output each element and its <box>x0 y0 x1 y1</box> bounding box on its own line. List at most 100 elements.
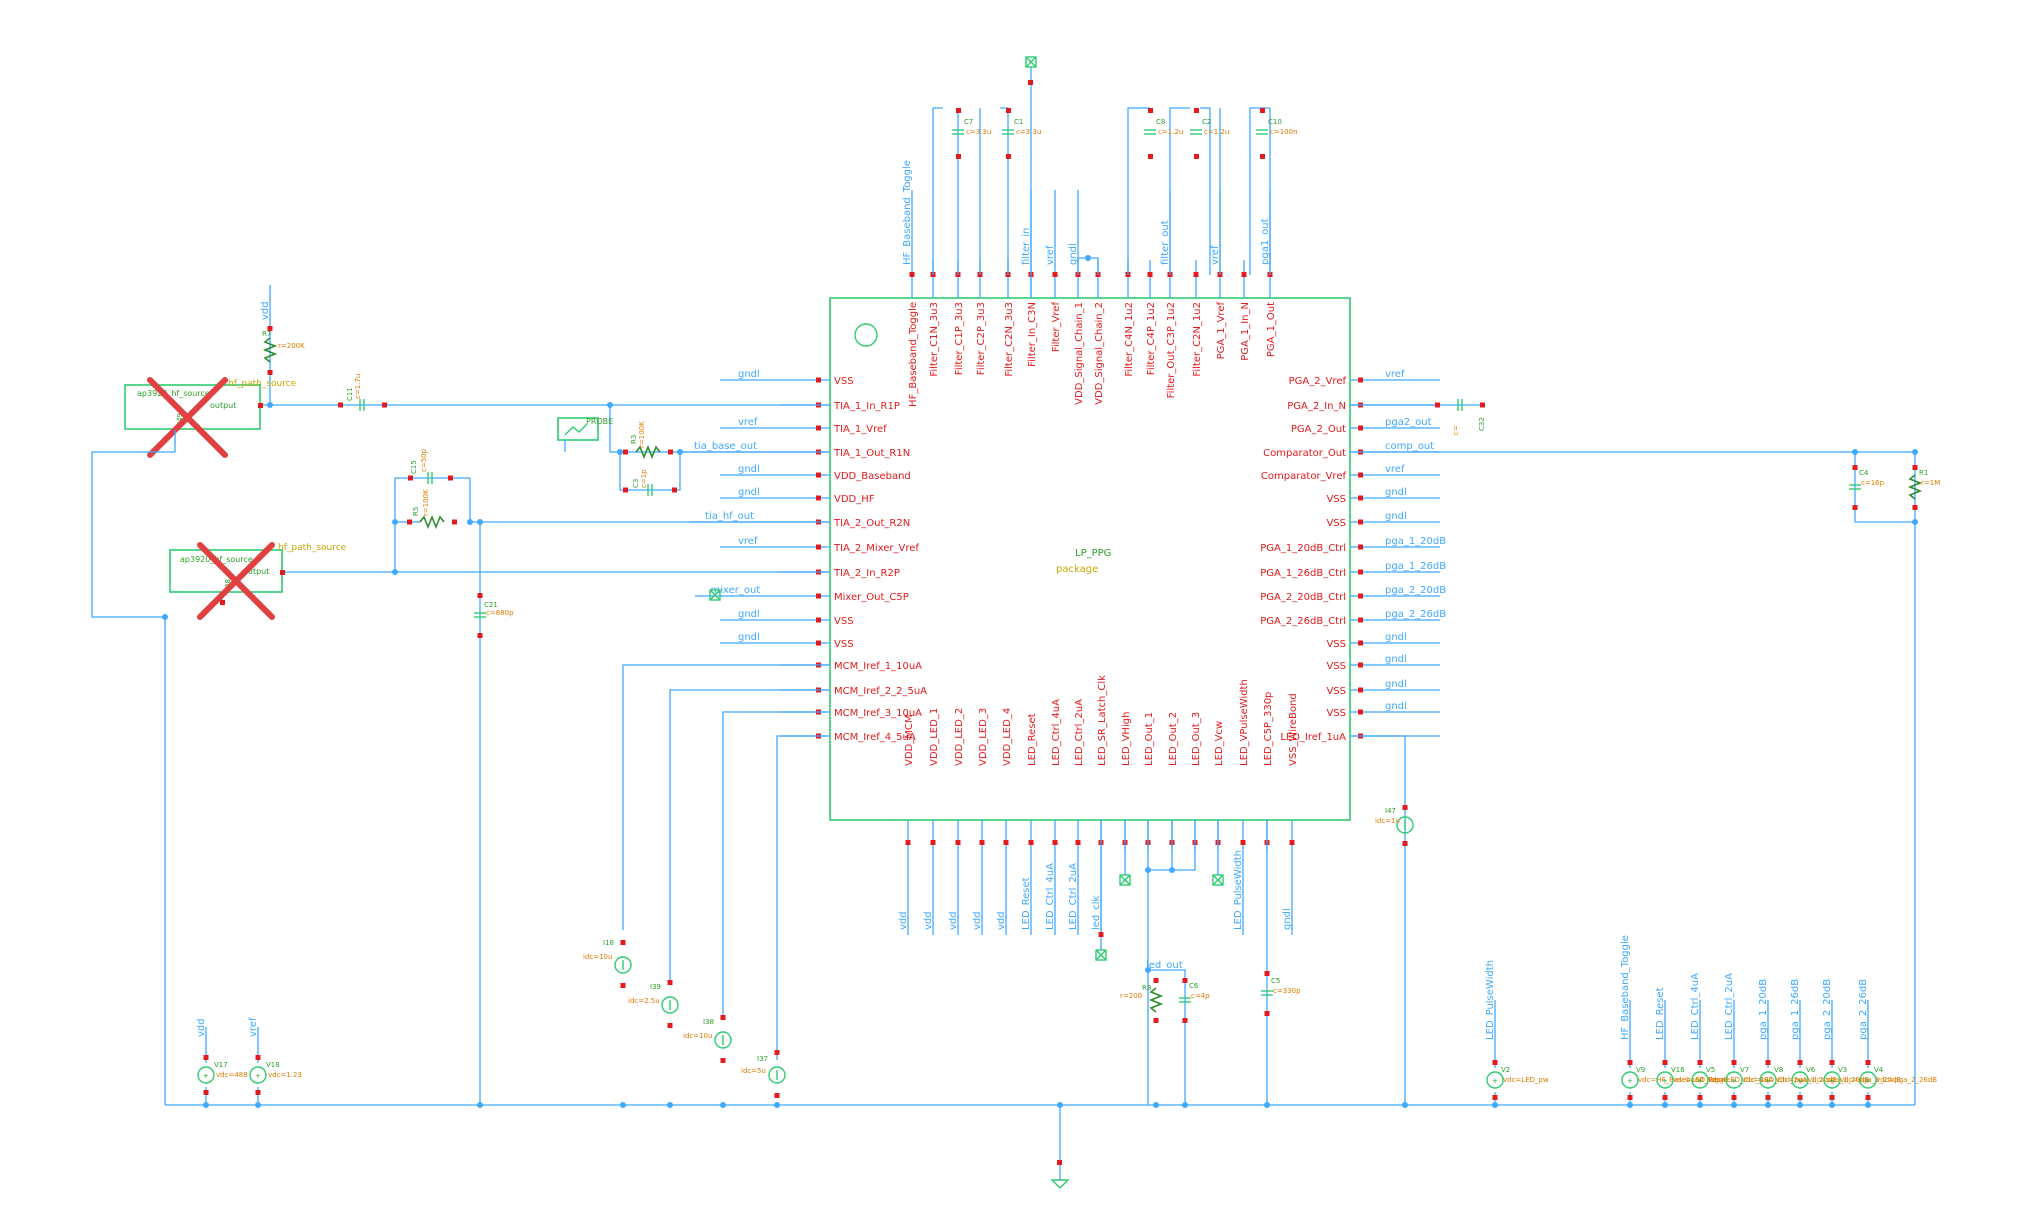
pin-top-filter-c2n-1u2[interactable]: Filter_C2N_1u2 <box>1192 260 1203 377</box>
pin-top-pga-1-in-n[interactable]: PGA_1_In_N <box>1240 260 1251 361</box>
voltage-source-v9[interactable]: +HF_Baseband_ToggleV9vdc=HF_Baseband_Tog… <box>1620 935 1730 1105</box>
pin-top-filter-c4n-1u2[interactable]: Filter_C4N_1u2 <box>1124 260 1135 377</box>
cap-c1[interactable]: C1c=3.3u <box>1002 108 1041 159</box>
resistor-r3[interactable]: R3 r=100K <box>623 421 673 460</box>
cap-c11[interactable]: C11 c=1.7u <box>338 374 387 411</box>
cap-c3[interactable]: C3 c=1p <box>623 469 677 496</box>
pin-top-filter-c2p-3u3[interactable]: Filter_C2P_3u3 <box>976 260 987 375</box>
pin-right-led-iref-1ua[interactable]: LED_Iref_1uA <box>1280 732 1440 743</box>
pin-bottom-led-out-3[interactable]: LED_Out_3 <box>1191 712 1202 850</box>
pin-top-filter-c2n-3u3[interactable]: Filter_C2N_3u3 <box>1004 260 1015 377</box>
cap-c2[interactable]: C2c=1.2u <box>1190 108 1229 159</box>
pin-bottom-led-c5p-330p[interactable]: LED_C5P_330p <box>1263 692 1274 850</box>
pin-top-filter-c1p-3u3[interactable]: Filter_C1P_3u3 <box>954 260 965 375</box>
resistor-r8[interactable]: R8r=200 <box>1120 978 1164 1023</box>
cap-c15[interactable]: C15 c=50p <box>408 448 453 484</box>
cap-c8[interactable]: C8c=1.2u <box>1144 108 1183 159</box>
mixer-terminal-icon[interactable] <box>709 589 721 601</box>
pin-bottom-led-out-2[interactable]: LED_Out_2 <box>1168 712 1179 850</box>
resistor-r5[interactable]: R5 r=100K <box>407 489 457 530</box>
hf-source-2[interactable]: ap3920_hf_source output hf_path_source I… <box>169 542 347 620</box>
pin-left-tia-2-in-r2p[interactable]: TIA_2_In_R2P <box>780 568 900 579</box>
chip-body[interactable] <box>829 297 1351 821</box>
pin-left-mcm-iref-1-10ua[interactable]: MCM_Iref_1_10uA <box>780 661 922 672</box>
pin-top-filter-c1n-3u3[interactable]: Filter_C1N_3u3 <box>929 260 940 377</box>
resistor-r1[interactable]: R1r=1M <box>1907 465 1940 510</box>
pin-left-mcm-iref-3-10ua[interactable]: MCM_Iref_3_10uA <box>780 708 922 719</box>
pin-right-pga-2-in-n[interactable]: PGA_2_In_N <box>1287 401 1440 412</box>
pin-top-vdd-signal-chain-2[interactable]: VDD_Signal_Chain_2 <box>1094 260 1105 405</box>
hf-source-1[interactable]: ap3920_hf_source output hf_path_source I… <box>124 377 297 458</box>
pin-left-mcm-iref-4-5ua[interactable]: MCM_Iref_4_5uA <box>780 732 916 743</box>
pin-top-filter-c4p-1u2[interactable]: Filter_C4P_1u2 <box>1146 260 1157 375</box>
pin-bottom-led-vcw[interactable]: LED_Vcw <box>1214 721 1225 850</box>
cap-c7[interactable]: C7c=3.3u <box>952 108 991 159</box>
cap-c5[interactable]: C5c=330p <box>1261 971 1301 1016</box>
cap-c6[interactable]: C6c=4p <box>1179 978 1210 1023</box>
resistor-r7[interactable]: R7r=200K <box>262 326 305 375</box>
pin-bottom-led-out-1[interactable]: LED_Out_1 <box>1144 712 1155 850</box>
cap-c32[interactable]: C32 c= <box>1435 399 1486 435</box>
pin-bottom-led-vhigh[interactable]: LED_VHigh <box>1121 712 1132 850</box>
probe[interactable]: PROBE <box>557 417 613 452</box>
pin-left-tia-1-in-r1p[interactable]: TIA_1_In_R1P <box>780 401 900 412</box>
